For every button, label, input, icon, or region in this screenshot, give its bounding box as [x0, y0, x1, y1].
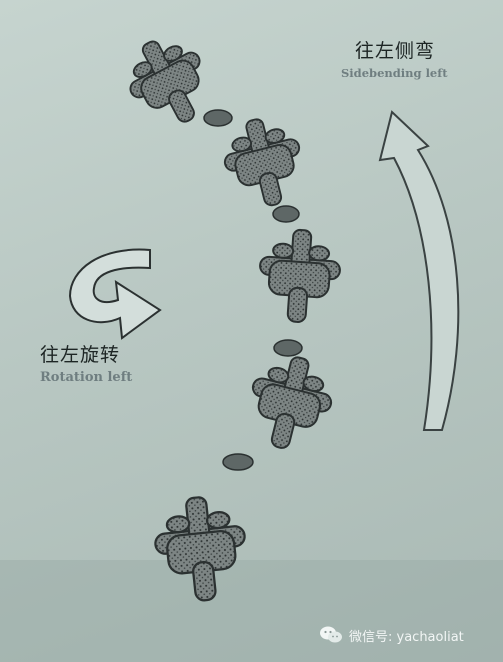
rotation-label-cn: 往左旋转 — [40, 344, 121, 366]
disc-3 — [273, 339, 303, 357]
sidebending-label-en: Sidebending left — [341, 66, 448, 80]
rotation-label-en: Rotation left — [40, 370, 133, 385]
vertebra-4 — [239, 347, 342, 459]
disc-1 — [203, 109, 233, 127]
wechat-icon — [320, 626, 342, 643]
watermark: 微信号: yachaoliat — [319, 625, 464, 645]
rotation-arrow — [68, 248, 162, 340]
disc-2 — [272, 205, 300, 223]
sidebending-label-cn: 往左侧弯 — [355, 40, 436, 62]
sidebending-arrow — [378, 110, 460, 431]
disc-4 — [222, 453, 254, 471]
watermark-text: 微信号: yachaoliat — [349, 629, 464, 645]
vertebra-2 — [215, 109, 313, 215]
vertebra-3 — [255, 226, 344, 326]
